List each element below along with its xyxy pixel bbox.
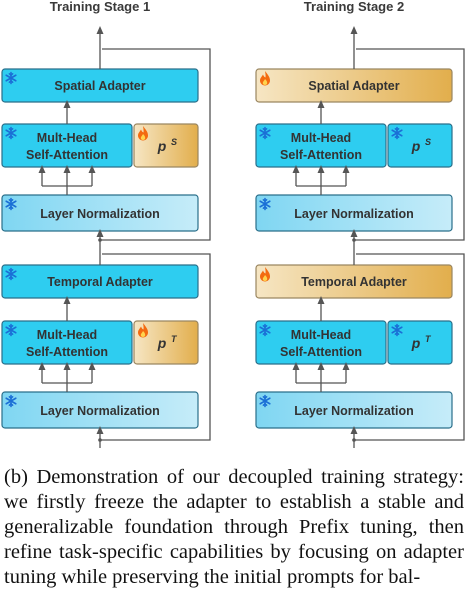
- norm-bottom-label: Layer Normalization: [40, 404, 159, 418]
- norm-top-label: Layer Normalization: [294, 207, 413, 221]
- stage-title: Training Stage 2: [304, 0, 404, 14]
- temporal-adapter-label: Temporal Adapter: [301, 275, 407, 289]
- attention-bottom-label-2: Self-Attention: [280, 345, 362, 359]
- prompt-top-label: p: [411, 138, 421, 154]
- training-stages-diagram: Training Stage 1 Spatial AdapterMult-Head…: [1, 0, 465, 448]
- spatial-adapter-label: Spatial Adapter: [54, 79, 145, 93]
- residual-path-bottom: [354, 253, 465, 441]
- attention-top-label-2: Self-Attention: [280, 148, 362, 162]
- attention-top-label-2: Self-Attention: [26, 148, 108, 162]
- residual-junction-bottom: [98, 438, 102, 442]
- attention-top-label-1: Mult-Head: [291, 131, 351, 145]
- prompt-top-box: [133, 123, 199, 168]
- prompt-bottom-box: [387, 320, 453, 365]
- norm-bottom-label: Layer Normalization: [294, 404, 413, 418]
- prompt-top-box: [387, 123, 453, 168]
- attention-bottom-label-2: Self-Attention: [26, 345, 108, 359]
- stage-1-panel: Training Stage 1 Spatial AdapterMult-Head…: [1, 0, 211, 448]
- attention-bottom-label-1: Mult-Head: [37, 328, 97, 342]
- residual-junction-bottom: [352, 438, 356, 442]
- spatial-adapter-label: Spatial Adapter: [308, 79, 399, 93]
- prompt-top-label-superscript: S: [425, 137, 431, 147]
- residual-path-bottom: [100, 253, 211, 441]
- residual-junction-top: [98, 238, 102, 242]
- prompt-bottom-label-superscript: T: [425, 334, 432, 344]
- prompt-bottom-label: p: [157, 335, 167, 351]
- norm-top-label: Layer Normalization: [40, 207, 159, 221]
- prompt-top-label-superscript: S: [171, 137, 177, 147]
- prompt-top-label: p: [157, 138, 167, 154]
- prompt-bottom-box: [133, 320, 199, 365]
- prompt-bottom-label-superscript: T: [171, 334, 178, 344]
- residual-path-top: [100, 48, 211, 241]
- attention-top-label-1: Mult-Head: [37, 131, 97, 145]
- residual-junction-top: [352, 238, 356, 242]
- prompt-bottom-label: p: [411, 335, 421, 351]
- residual-path-top: [354, 48, 465, 241]
- stage-2-panel: Training Stage 2 Spatial AdapterMult-Head…: [255, 0, 465, 448]
- temporal-adapter-label: Temporal Adapter: [47, 275, 153, 289]
- stage-title: Training Stage 1: [50, 0, 150, 14]
- figure-caption: (b) Demonstration of our decoupled train…: [4, 466, 464, 588]
- attention-bottom-label-1: Mult-Head: [291, 328, 351, 342]
